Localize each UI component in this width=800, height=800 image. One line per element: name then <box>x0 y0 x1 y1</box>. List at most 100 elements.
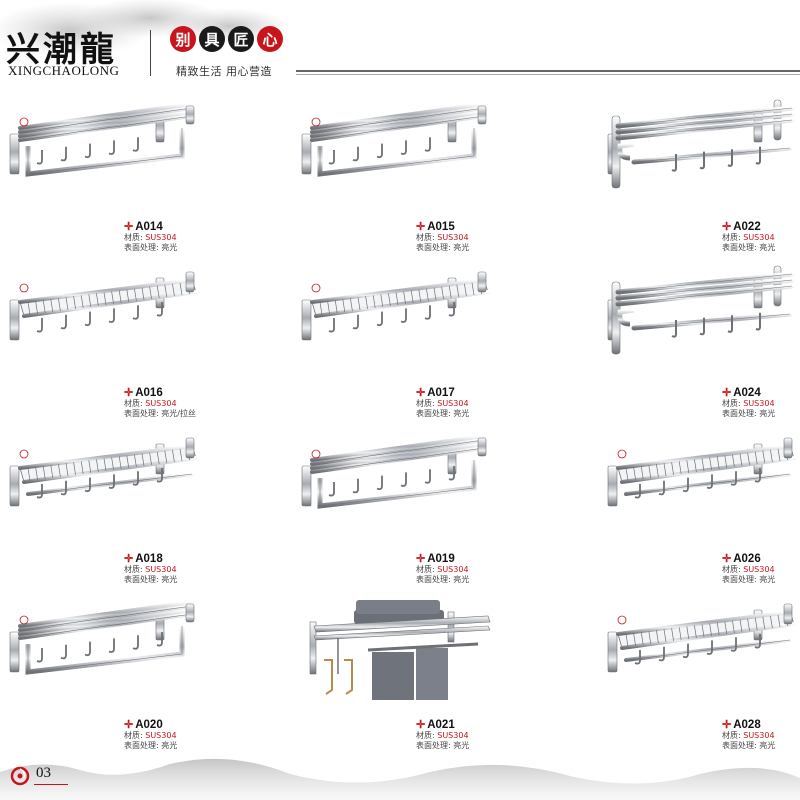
header-rule-thin <box>296 74 800 75</box>
finish-value: 亮光/拉丝 <box>161 409 196 418</box>
finish-value: 亮光 <box>453 409 470 418</box>
material-value: SUS304 <box>145 399 177 408</box>
product-code-text: A021 <box>427 718 455 731</box>
finish-spec: 表面处理: 亮光/拉丝 <box>124 409 264 419</box>
product-image <box>301 102 487 177</box>
product-code: ✛ A022 <box>722 220 800 234</box>
material-spec: 材质: SUS304 <box>124 399 264 409</box>
header-rule <box>296 70 800 72</box>
product-card: ✛ A020 材质: SUS304 表面处理: 亮光 <box>6 590 266 755</box>
product-code-text: A014 <box>135 220 163 233</box>
rack-illustration <box>301 271 490 341</box>
product-code: ✛ A021 <box>416 718 556 732</box>
plus-icon: ✛ <box>124 387 134 399</box>
finish-value: 亮光 <box>759 409 776 418</box>
product-card: ✛ A024 材质: SUS304 表面处理: 亮光 <box>604 258 800 423</box>
material-label: 材质: <box>124 565 143 574</box>
dragon-logo-icon <box>10 766 30 786</box>
rack-illustration <box>301 434 487 509</box>
plus-icon: ✛ <box>124 221 134 233</box>
material-value: SUS304 <box>743 399 775 408</box>
product-code-text: A028 <box>733 718 761 731</box>
product-image <box>607 437 796 507</box>
material-value: SUS304 <box>145 565 177 574</box>
product-image <box>301 434 487 509</box>
material-value: SUS304 <box>437 731 469 740</box>
product-card: ✛ A015 材质: SUS304 表面处理: 亮光 <box>298 92 558 257</box>
product-card: ✛ A026 材质: SUS304 表面处理: 亮光 <box>604 424 800 589</box>
finish-spec: 表面处理: 亮光 <box>722 575 800 585</box>
product-card: ✛ A018 材质: SUS304 表面处理: 亮光 <box>6 424 266 589</box>
product-label: ✛ A028 材质: SUS304 表面处理: 亮光 <box>722 718 800 751</box>
product-label: ✛ A024 材质: SUS304 表面处理: 亮光 <box>722 386 800 419</box>
product-label: ✛ A020 材质: SUS304 表面处理: 亮光 <box>124 718 264 751</box>
product-label: ✛ A014 材质: SUS304 表面处理: 亮光 <box>124 220 264 253</box>
product-code-text: A026 <box>733 552 761 565</box>
finish-label: 表面处理: <box>722 575 757 584</box>
material-spec: 材质: SUS304 <box>416 565 556 575</box>
material-spec: 材质: SUS304 <box>722 233 800 243</box>
product-code: ✛ A016 <box>124 386 264 400</box>
seal-stamp: 心 <box>257 26 283 52</box>
finish-label: 表面处理: <box>124 575 159 584</box>
product-code: ✛ A017 <box>416 386 556 400</box>
product-label: ✛ A026 材质: SUS304 表面处理: 亮光 <box>722 552 800 585</box>
product-code-text: A018 <box>135 552 163 565</box>
material-value: SUS304 <box>743 233 775 242</box>
material-label: 材质: <box>416 233 435 242</box>
seal-stamp: 具 <box>199 26 225 52</box>
product-image <box>9 600 195 675</box>
rack-illustration <box>9 437 198 507</box>
material-label: 材质: <box>124 233 143 242</box>
product-code-text: A024 <box>733 386 761 399</box>
product-code: ✛ A024 <box>722 386 800 400</box>
catalog-header: 兴潮龍 XINGCHAOLONG 别具匠心 精致生活 用心营造 <box>0 0 800 90</box>
material-label: 材质: <box>722 731 741 740</box>
plus-icon: ✛ <box>124 553 134 565</box>
page-number-underline <box>34 784 68 785</box>
plus-icon: ✛ <box>416 221 426 233</box>
product-code: ✛ A020 <box>124 718 264 732</box>
material-value: SUS304 <box>145 233 177 242</box>
finish-spec: 表面处理: 亮光 <box>722 409 800 419</box>
seal-stamp: 别 <box>170 26 196 52</box>
seal-stamps: 别具匠心 <box>170 26 283 52</box>
seal-stamp: 匠 <box>228 26 254 52</box>
finish-label: 表面处理: <box>124 243 159 252</box>
material-label: 材质: <box>722 565 741 574</box>
plus-icon: ✛ <box>124 719 134 731</box>
material-label: 材质: <box>124 731 143 740</box>
finish-label: 表面处理: <box>124 741 159 750</box>
product-label: ✛ A019 材质: SUS304 表面处理: 亮光 <box>416 552 556 585</box>
finish-value: 亮光 <box>759 741 776 750</box>
finish-label: 表面处理: <box>722 409 757 418</box>
product-image <box>607 99 795 189</box>
rack-illustration <box>309 600 491 700</box>
material-label: 材质: <box>124 399 143 408</box>
product-code-text: A016 <box>135 386 163 399</box>
product-image <box>9 102 195 177</box>
product-code: ✛ A015 <box>416 220 556 234</box>
finish-spec: 表面处理: 亮光 <box>124 575 264 585</box>
product-label: ✛ A022 材质: SUS304 表面处理: 亮光 <box>722 220 800 253</box>
finish-spec: 表面处理: 亮光 <box>124 741 264 751</box>
rack-illustration <box>9 271 198 341</box>
product-label: ✛ A018 材质: SUS304 表面处理: 亮光 <box>124 552 264 585</box>
material-value: SUS304 <box>145 731 177 740</box>
material-spec: 材质: SUS304 <box>416 731 556 741</box>
product-code-text: A017 <box>427 386 455 399</box>
plus-icon: ✛ <box>416 553 426 565</box>
rack-illustration <box>607 265 795 355</box>
plus-icon: ✛ <box>722 221 732 233</box>
finish-label: 表面处理: <box>416 409 451 418</box>
rack-illustration <box>301 102 487 177</box>
finish-spec: 表面处理: 亮光 <box>416 575 556 585</box>
material-spec: 材质: SUS304 <box>416 399 556 409</box>
finish-label: 表面处理: <box>124 409 159 418</box>
finish-value: 亮光 <box>161 741 178 750</box>
material-label: 材质: <box>722 399 741 408</box>
material-value: SUS304 <box>437 233 469 242</box>
finish-value: 亮光 <box>453 575 470 584</box>
material-spec: 材质: SUS304 <box>722 565 800 575</box>
product-label: ✛ A021 材质: SUS304 表面处理: 亮光 <box>416 718 556 751</box>
